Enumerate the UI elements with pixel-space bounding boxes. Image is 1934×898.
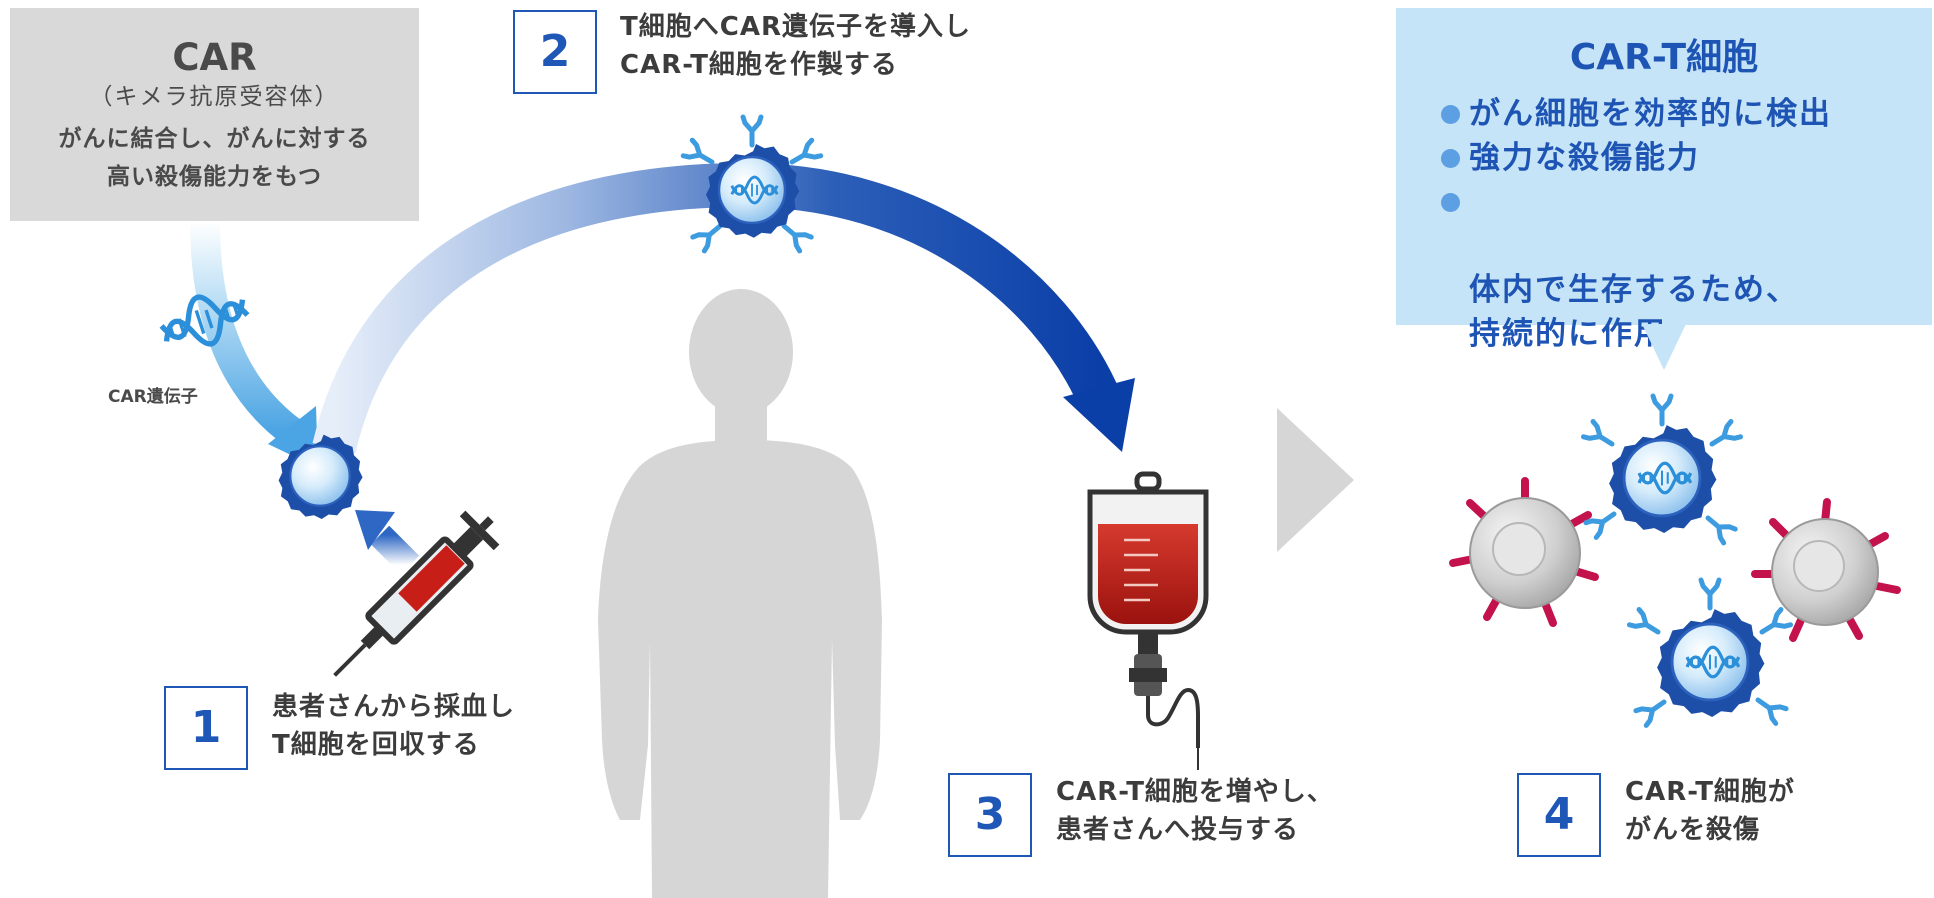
car-gene-label: CAR遺伝子 — [108, 387, 198, 407]
car-t-benefit-list: がん細胞を効率的に検出 強力な殺傷能力 体内で生存するため、 持続的に作用 — [1441, 92, 1932, 356]
car-t-benefit-item: 体内で生存するため、 持続的に作用 — [1441, 180, 1932, 356]
step-2-line: T細胞へCAR遺伝子を導入し — [620, 12, 971, 42]
step-2-line: CAR-T細胞を作製する — [620, 50, 898, 80]
step-3-line: CAR-T細胞を増やし、 — [1056, 777, 1334, 807]
step-4-text: CAR-T細胞が がんを殺傷 — [1625, 773, 1795, 849]
bullet-icon — [1441, 105, 1460, 124]
car-t-panel-title: CAR-T細胞 — [1569, 37, 1759, 78]
step-4-line: CAR-T細胞が — [1625, 777, 1795, 807]
blood-collection-arrow — [355, 510, 420, 575]
step-4-line: がんを殺傷 — [1625, 815, 1761, 845]
step-3-number: 3 — [948, 773, 1032, 857]
car-info-box: CAR （キメラ抗原受容体） がんに結合し、がんに対する 高い殺傷能力をもつ — [10, 8, 419, 221]
car-description-line: がんに結合し、がんに対する — [58, 126, 371, 152]
bullet-icon — [1441, 193, 1460, 212]
step-2-number: 2 — [513, 10, 597, 94]
syringe-icon — [333, 510, 500, 677]
human-silhouette-icon — [598, 289, 882, 898]
car-title: CAR — [172, 36, 257, 79]
step-1-line: 患者さんから採血し — [272, 692, 516, 722]
step-1-text: 患者さんから採血し T細胞を回収する — [272, 688, 515, 764]
step-3-line: 患者さんへ投与する — [1056, 815, 1300, 845]
car-t-benefits-panel: CAR-T細胞 がん細胞を効率的に検出 強力な殺傷能力 体内で生存するため、 持… — [1396, 8, 1932, 352]
car-t-benefit-text: 強力な殺傷能力 — [1469, 140, 1700, 176]
car-t-benefit-item: 強力な殺傷能力 — [1441, 136, 1932, 180]
step-4-number: 4 — [1517, 773, 1601, 857]
car-description: がんに結合し、がんに対する 高い殺傷能力をもつ — [10, 120, 419, 196]
step-1-number: 1 — [164, 686, 248, 770]
car-t-benefit-item: がん細胞を効率的に検出 — [1441, 92, 1932, 136]
car-t-cell-icon — [1583, 396, 1740, 543]
car-t-cell-icon — [1629, 580, 1790, 725]
gene-insertion-arrow — [190, 221, 318, 468]
bullet-icon — [1441, 149, 1460, 168]
step-3-text: CAR-T細胞を増やし、 患者さんへ投与する — [1056, 773, 1334, 849]
step-1-line: T細胞を回収する — [272, 730, 480, 760]
step-2-text: T細胞へCAR遺伝子を導入し CAR-T細胞を作製する — [620, 8, 971, 84]
iv-bag-icon — [1087, 471, 1209, 770]
car-t-benefit-text: 体内で生存するため、 持続的に作用 — [1469, 272, 1799, 352]
cancer-cell-icon — [1449, 477, 1599, 627]
next-arrow-icon — [1277, 408, 1354, 552]
car-subtitle: （キメラ抗原受容体） — [89, 84, 340, 110]
cancer-cell-icon — [1751, 498, 1901, 642]
car-t-panel-pointer — [1642, 324, 1686, 370]
car-description-line: 高い殺傷能力をもつ — [106, 164, 323, 190]
car-t-benefit-text: がん細胞を効率的に検出 — [1469, 96, 1832, 132]
